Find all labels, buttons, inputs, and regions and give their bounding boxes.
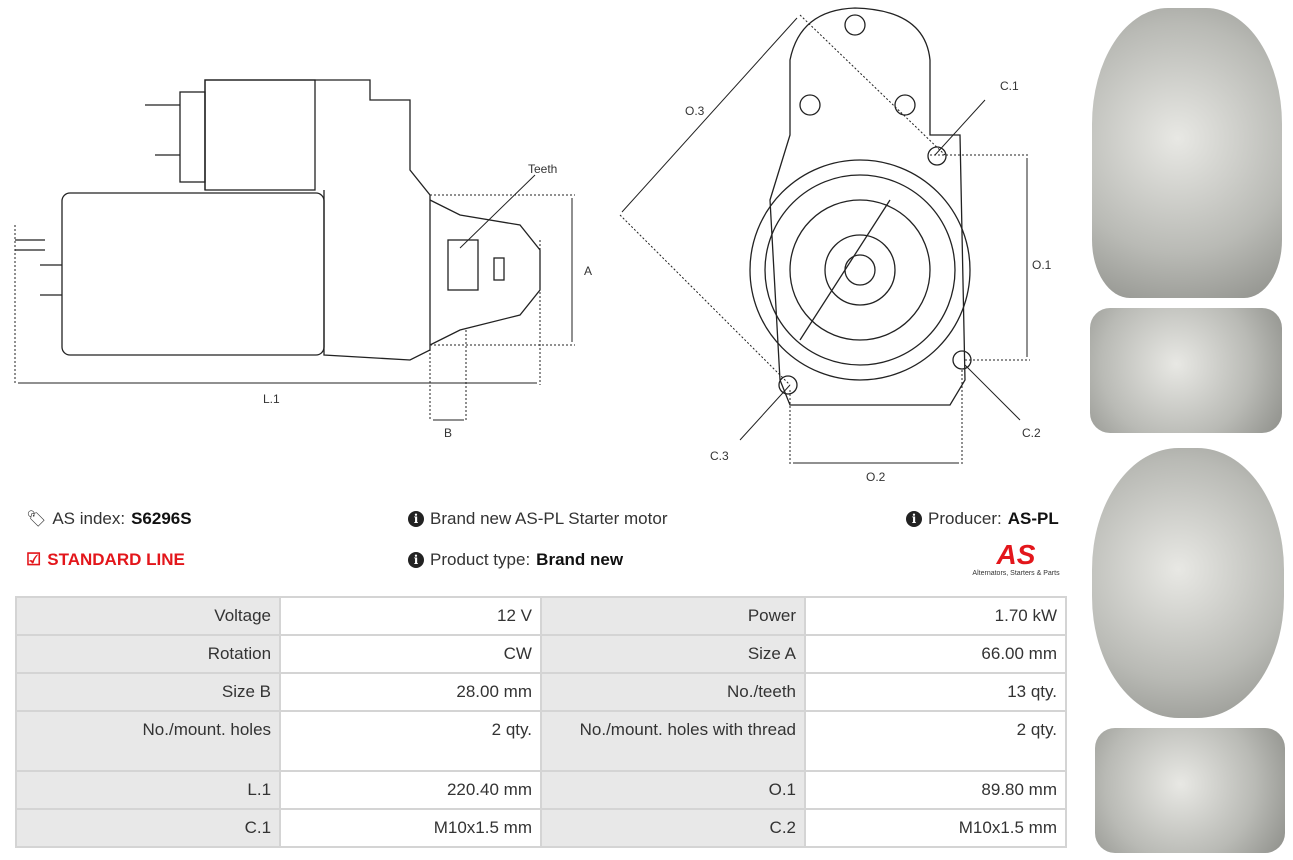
- dimension-arrows: [18, 17, 1028, 464]
- product-type-label: Product type:: [430, 550, 531, 569]
- spec-value: 13 qty.: [806, 674, 1065, 710]
- product-photo-rear[interactable]: [1092, 448, 1284, 718]
- info-icon: i: [408, 552, 424, 568]
- producer: i Producer: AS-PL: [906, 509, 1059, 529]
- label-c2: C.2: [1022, 426, 1041, 440]
- spec-value: CW: [281, 636, 540, 672]
- spec-label: L.1: [17, 772, 280, 808]
- label-c3: C.3: [710, 449, 729, 463]
- checkbox-icon: ☑: [26, 550, 42, 569]
- label-a: A: [584, 264, 592, 278]
- spec-value: 1.70 kW: [806, 598, 1065, 634]
- spec-label: Voltage: [17, 598, 280, 634]
- spec-value: 220.40 mm: [281, 772, 540, 808]
- standard-line-badge: ☑ STANDARD LINE: [26, 550, 185, 570]
- spec-label: No./mount. holes with thread: [541, 712, 805, 770]
- spec-value: 2 qty.: [281, 712, 540, 770]
- description-text: Brand new AS-PL Starter motor: [430, 509, 668, 528]
- spec-label: No./teeth: [541, 674, 805, 710]
- spec-label: Size B: [17, 674, 280, 710]
- logo-text: AS: [965, 540, 1067, 570]
- info-icon: i: [408, 511, 424, 527]
- spec-value: M10x1.5 mm: [281, 810, 540, 846]
- spec-value: 12 V: [281, 598, 540, 634]
- label-o3: O.3: [685, 104, 705, 118]
- label-o1: O.1: [1032, 258, 1052, 272]
- description: i Brand new AS-PL Starter motor: [408, 509, 667, 529]
- spec-label: Power: [541, 598, 805, 634]
- product-photo-side[interactable]: [1090, 308, 1282, 433]
- as-index-value: S6296S: [131, 509, 192, 528]
- as-index: 🏷︎ AS index: S6296S: [26, 509, 192, 529]
- product-type-value: Brand new: [536, 550, 624, 569]
- label-b: B: [444, 426, 452, 440]
- logo-tagline: Alternators, Starters & Parts: [972, 570, 1060, 577]
- product-photo-side-2[interactable]: [1095, 728, 1285, 853]
- producer-label: Producer:: [928, 509, 1002, 528]
- spec-label: Rotation: [17, 636, 280, 672]
- label-l1: L.1: [263, 392, 280, 406]
- tags-icon: 🏷︎: [26, 511, 47, 528]
- info-icon: i: [906, 511, 922, 527]
- spec-value: 2 qty.: [806, 712, 1065, 770]
- product-type: i Product type: Brand new: [408, 550, 623, 570]
- spec-value: 89.80 mm: [806, 772, 1065, 808]
- as-index-label: AS index:: [52, 509, 126, 528]
- product-photo-front[interactable]: [1092, 8, 1282, 298]
- label-teeth: Teeth: [528, 162, 557, 176]
- producer-value: AS-PL: [1007, 509, 1059, 528]
- spec-value: M10x1.5 mm: [806, 810, 1065, 846]
- side-view-drawing: [15, 79, 541, 361]
- as-pl-logo: AS Alternators, Starters & Parts: [965, 540, 1067, 577]
- spec-label: No./mount. holes: [17, 712, 280, 770]
- standard-line-label: STANDARD LINE: [47, 550, 185, 569]
- label-o2: O.2: [866, 470, 886, 484]
- spec-label: Size A: [541, 636, 805, 672]
- spec-value: 66.00 mm: [806, 636, 1065, 672]
- spec-label: C.2: [541, 810, 805, 846]
- spec-label: O.1: [541, 772, 805, 808]
- spec-label: C.1: [17, 810, 280, 846]
- front-view-drawing: [749, 7, 972, 406]
- label-c1: C.1: [1000, 79, 1019, 93]
- technical-drawing: Teeth A L.1 B O.3 C.1 O.1 C.2 C.3 O.2: [14, 7, 1052, 484]
- spec-value: 28.00 mm: [281, 674, 540, 710]
